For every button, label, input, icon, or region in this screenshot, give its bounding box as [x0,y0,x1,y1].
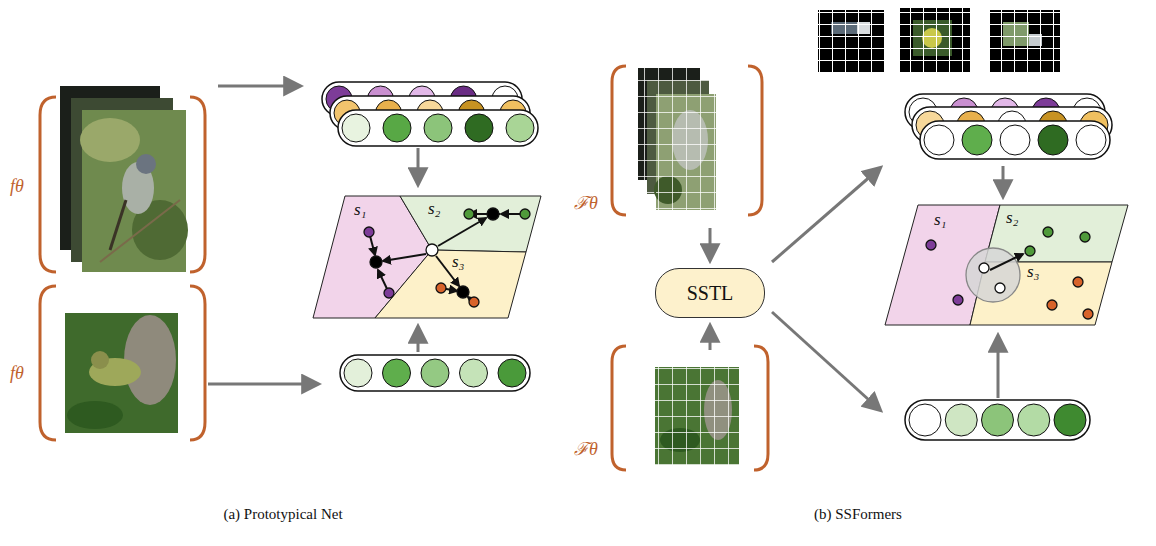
process-box: SSTL [655,268,765,318]
embedding-left [369,214,525,302]
encoder-label: fθ [10,363,24,384]
bracket [190,286,205,440]
feature-vector [920,121,1110,159]
bracket [612,346,626,470]
flow-arrow [417,327,420,352]
bracket [190,97,205,272]
flow-arrow [772,312,880,410]
bracket [40,286,56,440]
space-region: s₃ [375,250,526,318]
region-fill [375,250,526,318]
class-label: s₁ [934,210,947,230]
region-shape [400,196,541,252]
class-label: s₁ [354,200,367,220]
bracket [748,66,762,215]
embedding-left-dots [364,208,530,307]
feature-vector [905,400,1090,440]
embedding-right [926,227,1093,319]
flow-arrow [417,148,420,184]
subfigure-caption: (a) Prototypical Net [223,506,342,523]
flow-arrow [709,326,712,350]
region-shape [375,250,526,318]
support-images [60,86,188,272]
class-label: s₃ [1027,262,1040,282]
flow-arrows [208,86,1003,410]
box-label: SSTL [687,282,734,305]
class-label: s₂ [428,199,441,219]
bracket [40,97,56,272]
space-region: s₂ [400,196,541,252]
flow-arrow [772,168,880,262]
query-patch-image [655,367,739,465]
flow-arrow [1002,166,1005,196]
class-label: s₃ [452,252,465,272]
class-label: s₂ [1006,208,1019,228]
feature-vector [340,355,530,391]
feature-vectors [322,82,1112,440]
support-patch-images [638,68,716,210]
masked-patch-images [818,8,1060,72]
flow-arrow [709,228,712,260]
encoder-label: fθ [10,176,24,197]
region-fill [400,196,541,252]
encoder-label: ℱθ [574,190,598,214]
flow-arrow [208,383,318,386]
feature-vector [338,110,538,146]
bracket [612,66,626,215]
subfigure-caption: (b) SSFormers [814,506,902,523]
flow-arrow [218,85,300,88]
encoder-label: ℱθ [574,436,598,460]
query-image [65,313,178,433]
flow-arrow [997,336,1000,398]
bracket [754,346,768,470]
